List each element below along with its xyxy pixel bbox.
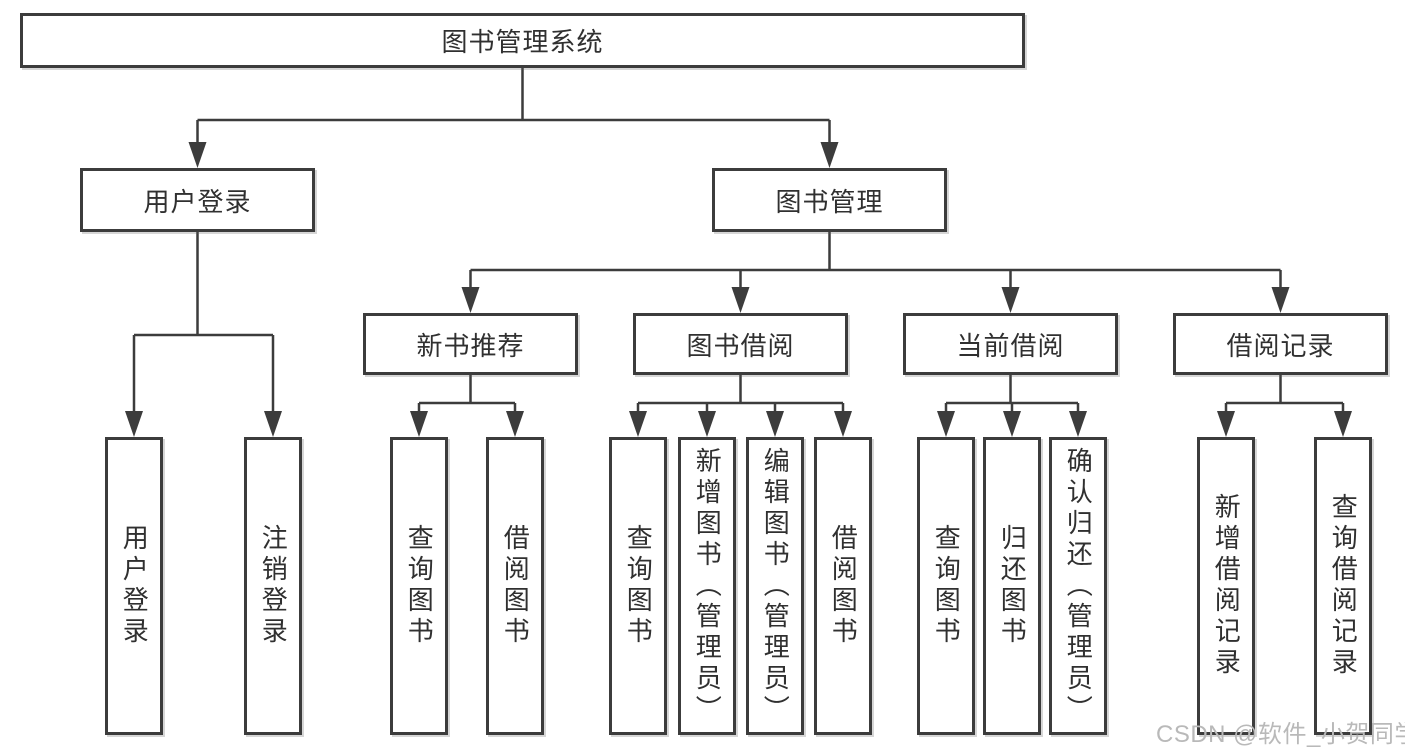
leaf-nb-borrow-books-label: 借阅图书 — [500, 524, 531, 648]
node-new-book-recommend-label: 新书推荐 — [416, 330, 525, 361]
node-current-borrow: 当前借阅 — [903, 313, 1118, 375]
leaf-cb-confirm-return-admin-label: 确认归还（管理员） — [1063, 446, 1094, 726]
node-root-label: 图书管理系统 — [441, 27, 604, 57]
node-user-login-label: 用户登录 — [143, 186, 252, 217]
node-borrow-records: 借阅记录 — [1173, 313, 1388, 375]
leaf-br-add-record-label: 新增借阅记录 — [1211, 493, 1242, 679]
node-borrow-records-label: 借阅记录 — [1226, 330, 1335, 361]
leaf-bb-add-books-admin: 新增图书（管理员） — [678, 437, 736, 735]
leaf-nb-query-books-label: 查询图书 — [404, 524, 435, 648]
leaf-cb-return-books-label: 归还图书 — [997, 524, 1028, 648]
leaf-cb-return-books: 归还图书 — [983, 437, 1041, 735]
leaf-br-add-record: 新增借阅记录 — [1197, 437, 1255, 735]
leaf-nb-query-books: 查询图书 — [390, 437, 448, 735]
leaf-bb-borrow-books-label: 借阅图书 — [828, 524, 859, 648]
leaf-cb-query-books: 查询图书 — [917, 437, 975, 735]
leaf-br-query-record-label: 查询借阅记录 — [1328, 493, 1359, 679]
leaf-bb-query-books-label: 查询图书 — [623, 524, 654, 648]
node-book-management-label: 图书管理 — [775, 186, 884, 217]
leaf-user-login: 用户登录 — [105, 437, 163, 735]
node-current-borrow-label: 当前借阅 — [956, 330, 1065, 361]
leaf-nb-borrow-books: 借阅图书 — [486, 437, 544, 735]
leaf-user-login-label: 用户登录 — [119, 524, 150, 648]
leaf-logout-login: 注销登录 — [244, 437, 302, 735]
leaf-cb-query-books-label: 查询图书 — [931, 524, 962, 648]
leaf-bb-query-books: 查询图书 — [609, 437, 667, 735]
leaf-bb-add-books-admin-label: 新增图书（管理员） — [692, 446, 723, 726]
leaf-bb-edit-books-admin-label: 编辑图书（管理员） — [760, 446, 791, 726]
node-book-borrow-label: 图书借阅 — [686, 330, 795, 361]
node-user-login: 用户登录 — [80, 168, 315, 232]
leaf-logout-login-label: 注销登录 — [258, 524, 289, 648]
leaf-br-query-record: 查询借阅记录 — [1314, 437, 1372, 735]
node-new-book-recommend: 新书推荐 — [363, 313, 578, 375]
watermark: CSDN @软件_小贺同学 — [1156, 721, 1405, 747]
node-book-management: 图书管理 — [712, 168, 947, 232]
leaf-bb-edit-books-admin: 编辑图书（管理员） — [746, 437, 804, 735]
node-root: 图书管理系统 — [20, 13, 1025, 68]
leaf-cb-confirm-return-admin: 确认归还（管理员） — [1049, 437, 1107, 735]
leaf-bb-borrow-books: 借阅图书 — [814, 437, 872, 735]
node-book-borrow: 图书借阅 — [633, 313, 848, 375]
